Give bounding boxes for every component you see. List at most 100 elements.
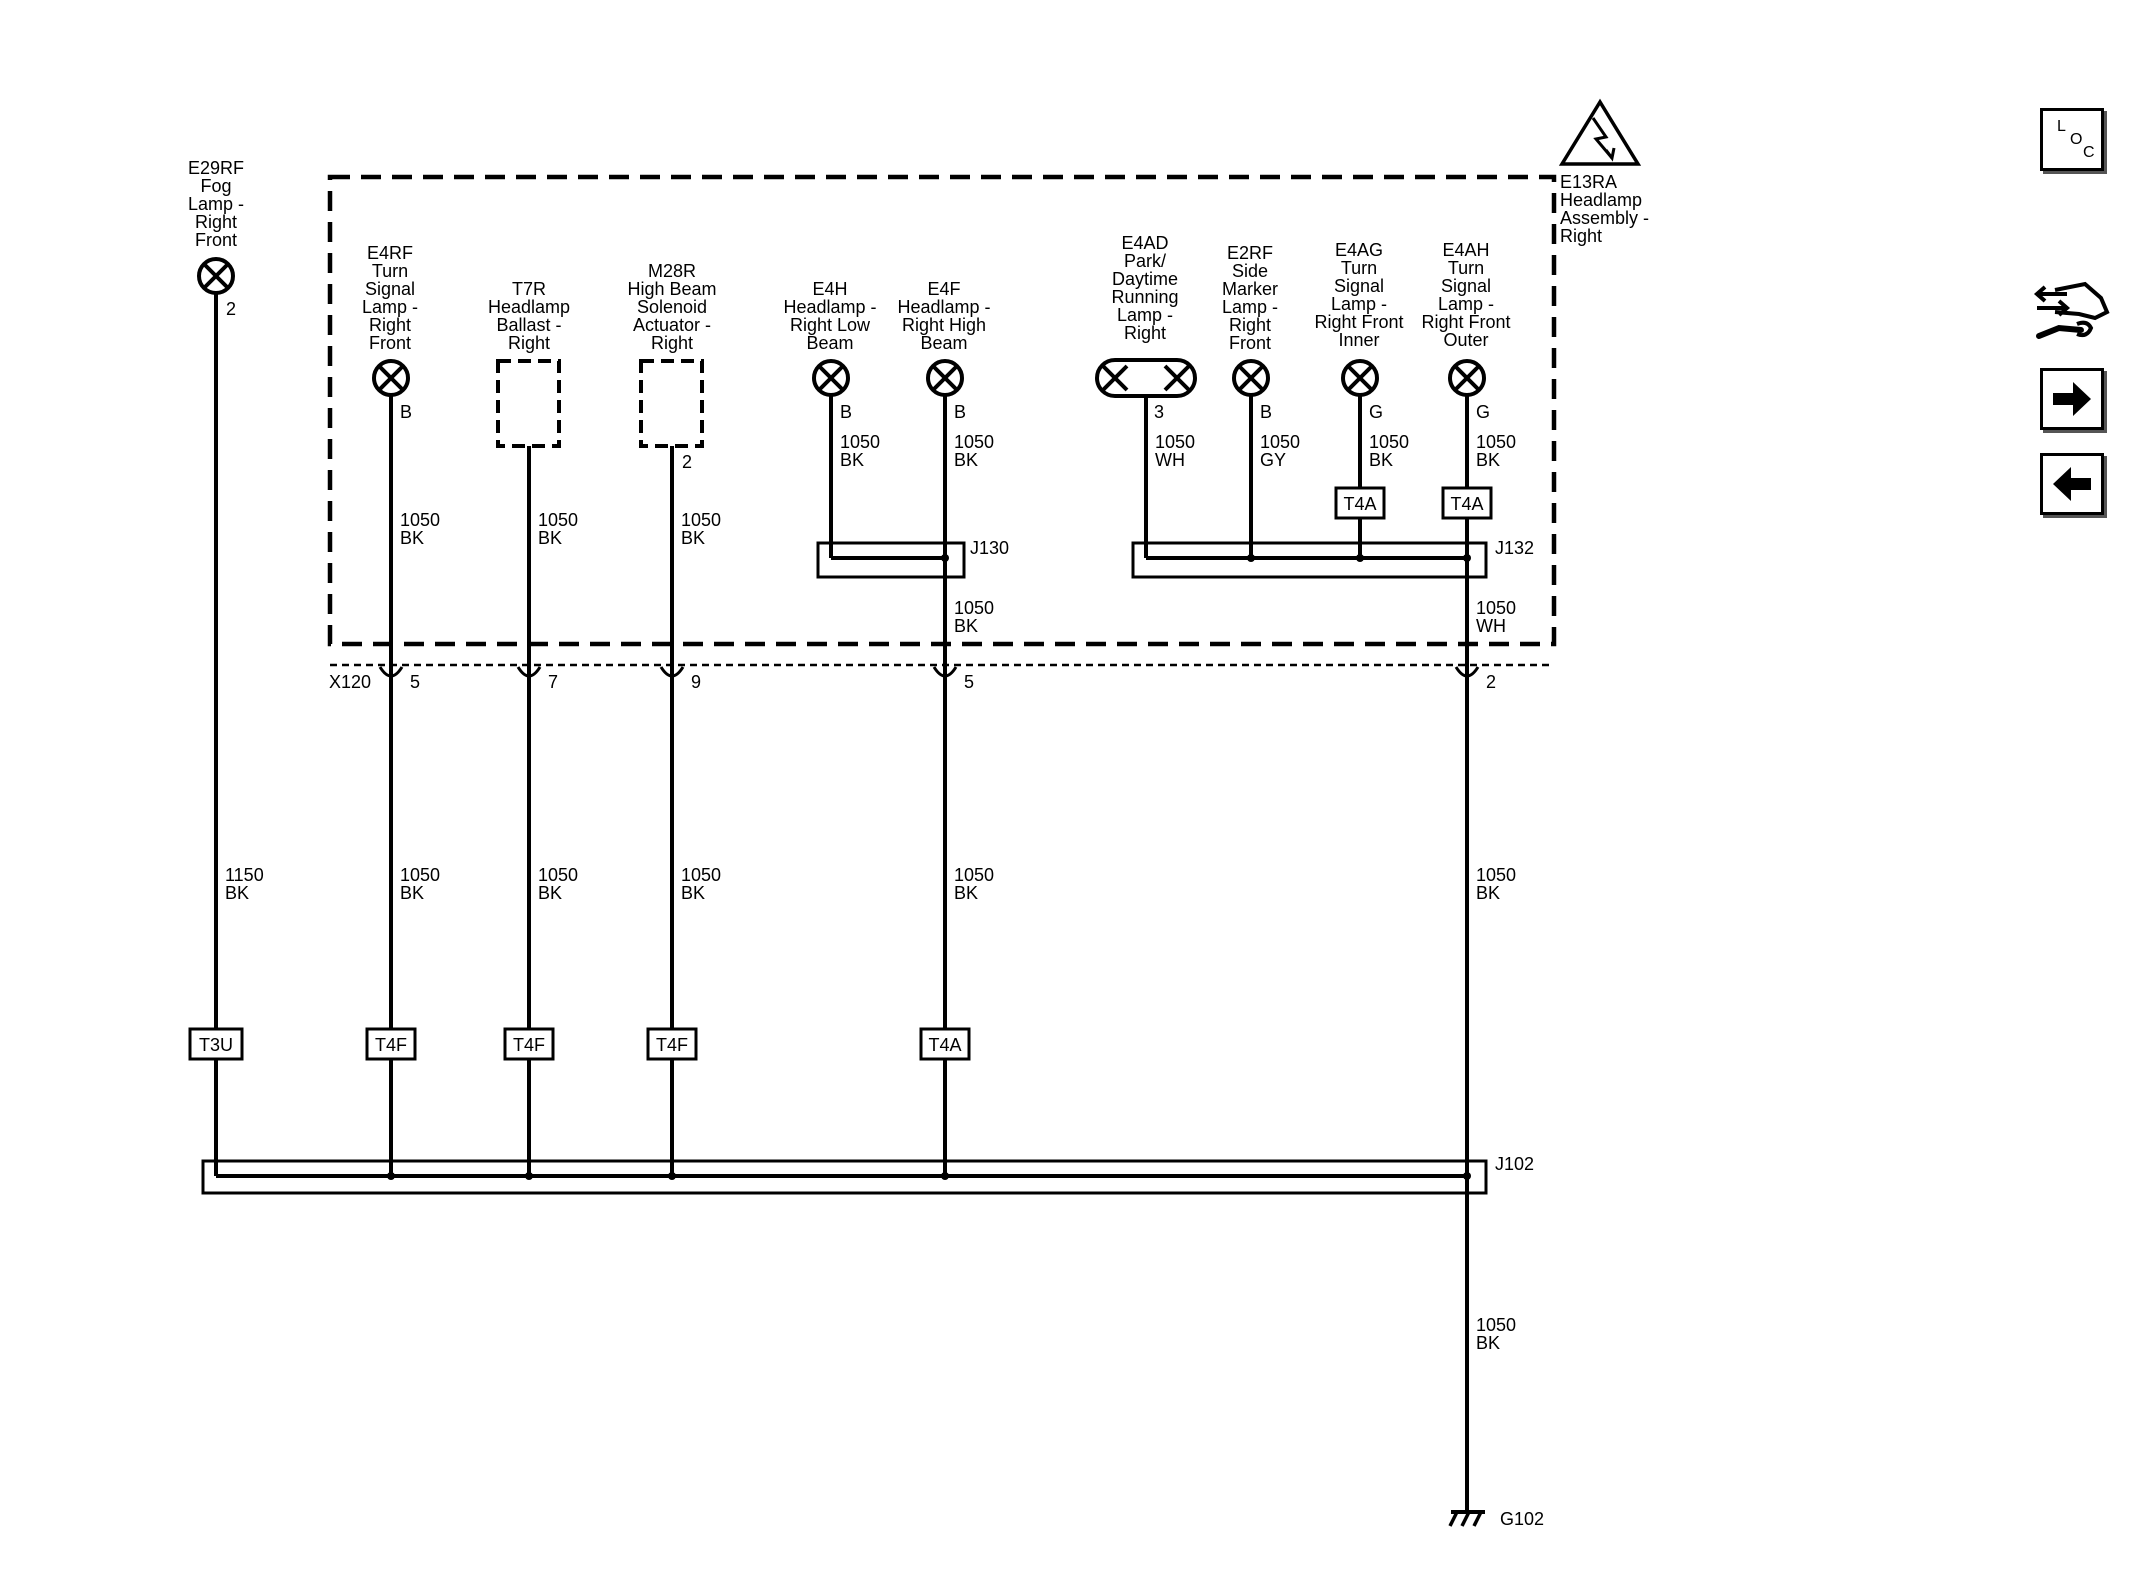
fog-wire-circuit: 1150 [225,865,264,885]
t7r-id: T7R [512,279,546,299]
e2rf-inner-circuit: 1050 [1260,432,1300,452]
e4ah-name-1: Turn [1448,258,1484,278]
fog-lamp-e29rf: E29RF Fog Lamp - Right Front 2 [188,158,244,319]
e4ag-inner-color: BK [1369,450,1393,470]
m28r-wire-circuit: 1050 [681,865,721,885]
e2rf-id: E2RF [1227,243,1273,263]
e4h-id: E4H [812,279,847,299]
e4ah-splice-circuit: 1050 [1476,598,1516,618]
e4ag-name-3: Lamp - [1331,294,1387,314]
e4rf-name-4: Right [369,315,411,335]
e4ah-name-4: Right Front [1421,312,1510,332]
enclosure-name-2: Assembly - [1560,208,1649,228]
high-beam-solenoid-m28r: M28R High Beam Solenoid Actuator - Right… [627,261,716,472]
e4h-inner-circuit: 1050 [840,432,880,452]
e4ah-inner-color: BK [1476,450,1500,470]
turn-signal-lamp-e4rf: E4RF Turn Signal Lamp - Right Front B [362,243,418,422]
t7r-wire-circuit: 1050 [538,865,578,885]
e2rf-name-1: Side [1232,261,1268,281]
t7r-device-box [496,359,561,448]
t7r-name-1: Headlamp [488,297,570,317]
fog-lamp-name-2: Lamp - [188,194,244,214]
e4ad-dual-bulb-icon [1095,358,1197,398]
e4ah-name-5: Outer [1443,330,1488,350]
e4f-name-1: Headlamp - [897,297,990,317]
e2rf-name-3: Lamp - [1222,297,1278,317]
e4h-name-2: Right Low [790,315,871,335]
t7r-terminal: T4F [513,1035,545,1055]
e4rf-inner-color: BK [400,528,424,548]
back-button[interactable] [2040,453,2104,515]
next-button[interactable] [2040,368,2104,430]
headlamp-assembly-symbol [1558,98,1642,166]
m28r-inner-color: BK [681,528,705,548]
fog-terminal: T3U [199,1035,233,1055]
fog-lamp-pin: 2 [226,299,236,319]
ground-label: G102 [1500,1509,1544,1529]
enclosure-id: E13RA [1560,172,1617,192]
headlamp-assembly-enclosure [327,174,1557,647]
m28r-name-2: Solenoid [637,297,707,317]
e4h-pin: B [840,402,852,422]
x120-label: X120 [329,672,371,692]
e4h-name-1: Headlamp - [783,297,876,317]
e4rf-wire-circuit: 1050 [400,865,440,885]
e4ad-id: E4AD [1121,233,1168,253]
e4rf-wire-color: BK [400,883,424,903]
loc-letter-o: O [2070,131,2083,148]
e4ah-splice-color: WH [1476,616,1506,636]
e4rf-pin: B [400,402,412,422]
j102-label: J102 [1495,1154,1534,1174]
t7r-name-2: Ballast - [496,315,561,335]
e4rf-name-2: Signal [365,279,415,299]
x120-pin-e4ah: 2 [1486,672,1496,692]
e4ag-pin: G [1369,402,1383,422]
e4rf-name-3: Lamp - [362,297,418,317]
e2rf-name-5: Front [1229,333,1271,353]
e4ah-name-2: Signal [1441,276,1491,296]
e4h-name-3: Beam [806,333,853,353]
loc-button[interactable]: L O C [2040,108,2104,171]
e4rf-id: E4RF [367,243,413,263]
x120-pin-e4f: 5 [964,672,974,692]
splice-j132 [1131,541,1488,579]
loc-letter-c: C [2083,144,2095,161]
e4f-wire-color: BK [954,883,978,903]
e2rf-inner-color: GY [1260,450,1286,470]
x120-pin-m28r: 9 [691,672,701,692]
e4ah-wire-circuit: 1050 [1476,865,1516,885]
ground-wire-circuit: 1050 [1476,1315,1516,1335]
splice-j102 [201,1159,1488,1195]
e4ag-terminal-box [1334,486,1386,520]
e4ad-name-4: Lamp - [1117,305,1173,325]
m28r-device-box [639,359,704,448]
enclosure-name-1: Headlamp [1560,190,1642,210]
t7r-name-3: Right [508,333,550,353]
e4f-inner-circuit: 1050 [954,432,994,452]
e4rf-name-5: Front [369,333,411,353]
e4h-inner-color: BK [840,450,864,470]
e4f-name-2: Right High [902,315,986,335]
loc-letter-l: L [2057,118,2066,135]
m28r-pin: 2 [682,452,692,472]
x120-pin-e4rf: 5 [410,672,420,692]
e4ad-name-2: Daytime [1112,269,1178,289]
ground-symbol-icon [1448,1510,1485,1527]
fog-wire-color: BK [225,883,249,903]
e2rf-name-2: Marker [1222,279,1278,299]
e4ad-inner-circuit: 1050 [1155,432,1195,452]
e4ah-pin: G [1476,402,1490,422]
t7r-inner-circuit: 1050 [538,510,578,530]
connector-tools-icon[interactable] [2033,278,2113,344]
e2rf-name-4: Right [1229,315,1271,335]
e4rf-terminal: T4F [375,1035,407,1055]
e4f-name-3: Beam [920,333,967,353]
t7r-inner-color: BK [538,528,562,548]
e4ah-terminal-box [1441,486,1493,520]
e4ag-terminal: T4A [1343,494,1376,514]
e4f-pin: B [954,402,966,422]
fog-lamp-name-4: Front [195,230,237,250]
e4f-splice-circuit: 1050 [954,598,994,618]
fog-lamp-id: E29RF [188,158,244,178]
